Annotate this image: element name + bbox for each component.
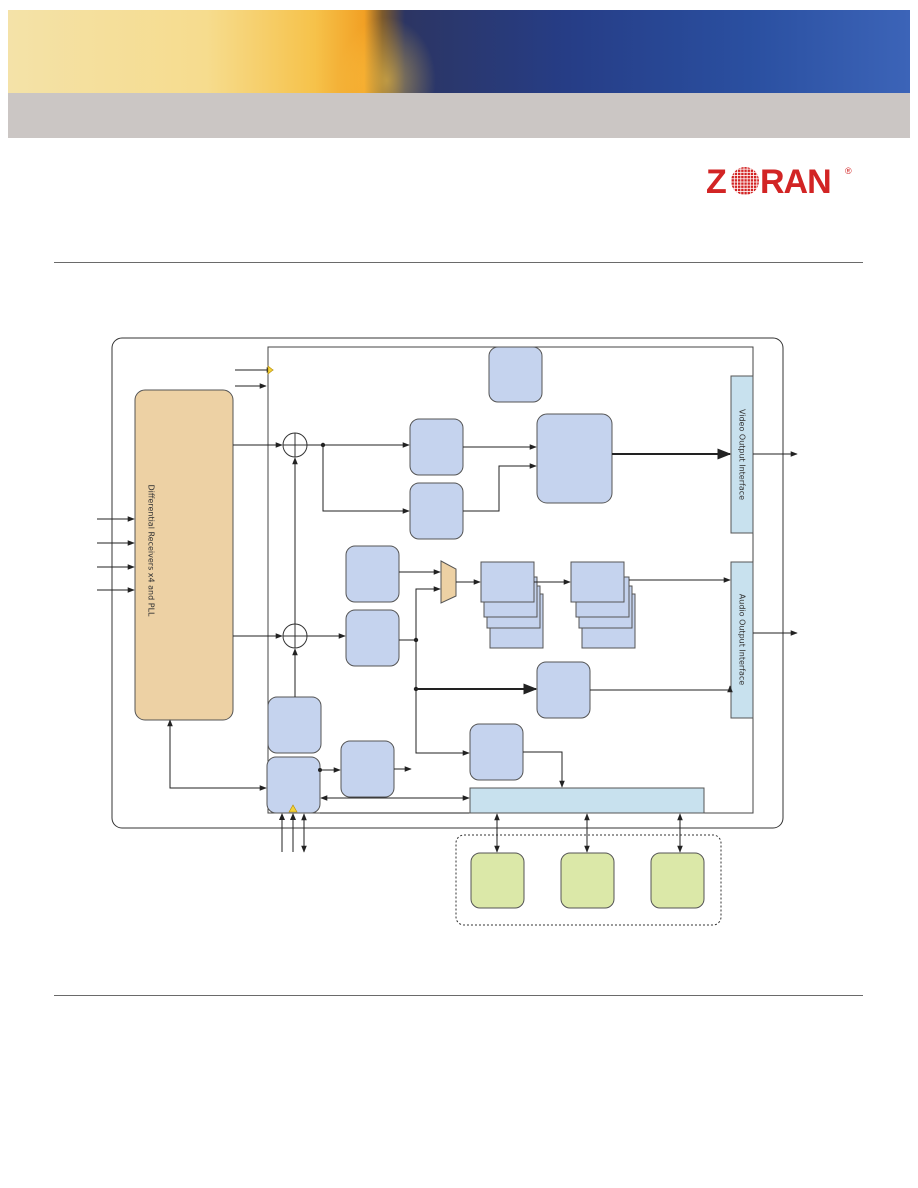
logo-letters: RAN [760,163,831,200]
logo-registered: ® [845,166,852,176]
external-block-3 [650,852,705,909]
memory-bus-block [469,787,705,814]
external-block-1 [470,852,525,909]
core-block-dma [469,723,524,781]
logo-letter-z: Z [706,163,726,200]
core-block-control-c [340,740,395,798]
mux-icon [440,560,457,604]
zoran-logo: Z RAN ® [706,163,852,200]
core-block-control-b [266,756,321,814]
core-block-audio-c [536,661,591,719]
header-grey-bar [8,93,910,138]
top-rule [54,262,863,263]
clock-marker-icon-2 [288,804,298,813]
core-block-video-b [409,482,464,540]
chip-boundary [111,337,784,829]
channel-stack-2-layer-1 [570,561,625,603]
bottom-rule [54,995,863,996]
audio-output-interface-block [730,561,754,719]
core-block-video-mixer [536,413,613,504]
core-block-video-a [409,418,464,476]
audio-output-label: Audio Output Interface [737,593,747,686]
core-block-control-a [267,696,322,754]
clock-marker-icon [267,365,274,375]
core-block-audio-b [345,609,400,667]
channel-stack-1-layer-1 [480,561,535,603]
core-block-top [488,346,543,403]
header-banner-glow [8,10,910,93]
logo-globe-icon [731,167,759,195]
receiver-label: Differential Receivers x4 and PLL [146,484,156,617]
external-block-2 [560,852,615,909]
video-output-label: Video Output Interface [737,408,747,501]
core-block-audio-a [345,545,400,603]
